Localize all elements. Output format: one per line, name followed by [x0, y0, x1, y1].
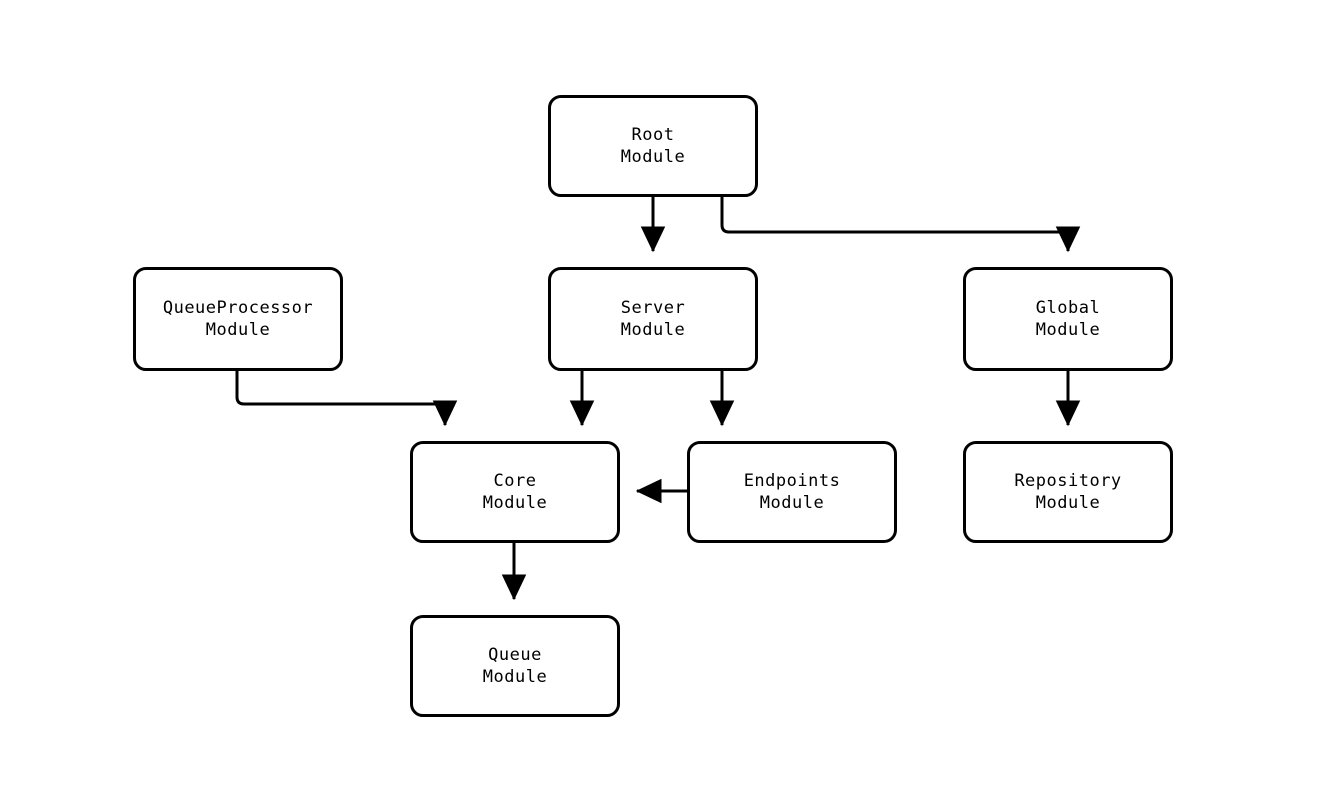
edge-root-to-global	[720, 197, 1081, 253]
node-repository-module[interactable]: Repository Module	[963, 441, 1173, 543]
node-label-line2: Module	[620, 320, 686, 340]
node-label-line1: QueueProcessor	[162, 298, 314, 318]
node-label-line2: Module	[482, 667, 548, 687]
node-label-line1: Root	[631, 125, 675, 145]
node-label-line2: Module	[1035, 320, 1101, 340]
node-label-line1: Repository	[1014, 471, 1122, 491]
node-label-line1: Server	[620, 298, 686, 318]
node-root-module[interactable]: Root Module	[548, 95, 758, 197]
node-label-line1: Core	[493, 471, 537, 491]
node-label-line2: Module	[205, 320, 271, 340]
node-core-module[interactable]: Core Module	[410, 441, 620, 543]
node-queueprocessor-module[interactable]: QueueProcessor Module	[133, 267, 343, 371]
node-endpoints-module[interactable]: Endpoints Module	[687, 441, 897, 543]
edge-queueprocessor-to-core	[235, 371, 458, 427]
node-label-line1: Endpoints	[743, 471, 841, 491]
node-server-module[interactable]: Server Module	[548, 267, 758, 371]
node-queue-module[interactable]: Queue Module	[410, 615, 620, 717]
node-label-line2: Module	[482, 493, 548, 513]
node-label-line1: Queue	[488, 645, 542, 665]
node-label-line2: Module	[620, 147, 686, 167]
node-label-line2: Module	[759, 493, 825, 513]
node-label-line1: Global	[1035, 298, 1101, 318]
node-global-module[interactable]: Global Module	[963, 267, 1173, 371]
node-label-line2: Module	[1035, 493, 1101, 513]
